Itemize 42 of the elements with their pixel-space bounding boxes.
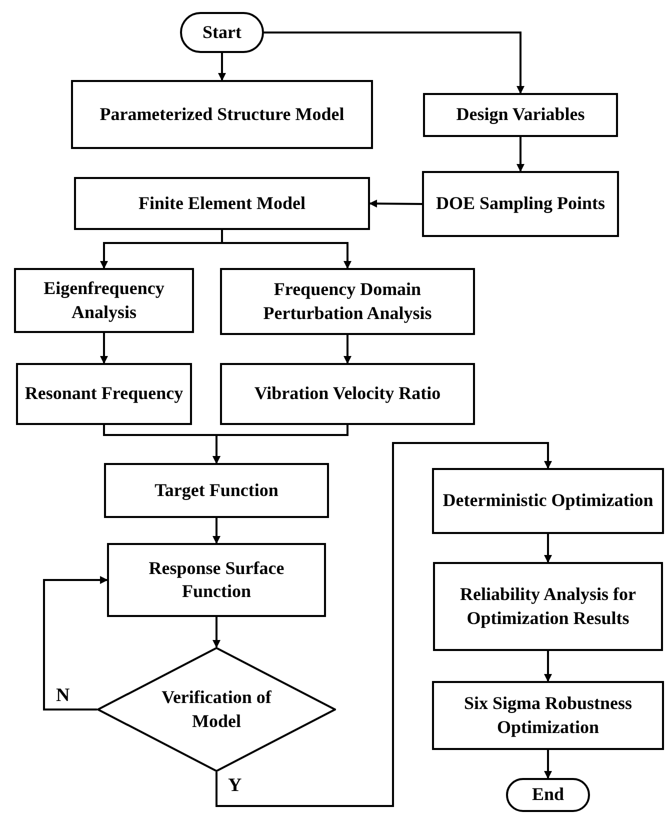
process-box: [71, 80, 373, 149]
arrow: [544, 750, 552, 779]
node-label: Start: [202, 20, 242, 44]
arrow: [544, 534, 552, 563]
process-box: [104, 463, 329, 518]
arrow: [212, 617, 220, 648]
node-label: Frequency Domain Perturbation Analysis: [262, 278, 433, 325]
arrow: [516, 137, 524, 172]
process-box: [432, 681, 664, 750]
arrow: [344, 335, 352, 364]
node-label: Response Surface Function: [148, 556, 286, 603]
node-label: Resonant Frequency: [24, 382, 184, 406]
process-box: [14, 268, 194, 333]
arrow: [544, 651, 552, 682]
process-box: [74, 177, 370, 230]
process-box: [433, 562, 663, 651]
arrow: [100, 333, 108, 364]
process-box: [107, 543, 326, 617]
node-label: DOE Sampling Points: [436, 192, 606, 216]
process-box: [432, 468, 664, 534]
process-box: [16, 363, 192, 425]
process-box: [220, 363, 475, 425]
arrow: [218, 53, 226, 81]
process-box: [220, 268, 475, 335]
node-label: End: [532, 783, 564, 806]
node-label: Target Function: [154, 478, 278, 502]
node-label: Six Sigma Robustness Optimization: [462, 692, 634, 739]
arrow: [264, 32, 524, 94]
node-label: Design Variables: [456, 103, 585, 126]
process-box: [422, 171, 619, 237]
arrow: [212, 518, 220, 544]
node-label: Verification of Model: [160, 686, 272, 732]
arrow: [212, 425, 348, 464]
node-label: Finite Element Model: [138, 192, 306, 215]
arrow: [43, 576, 108, 710]
process-box: [423, 93, 618, 137]
node-label: Parameterized Structure Model: [100, 102, 344, 126]
node-label: Eigenfrequency Analysis: [42, 277, 166, 324]
arrow: [369, 200, 422, 208]
node-label: Deterministic Optimization: [442, 489, 654, 512]
node-label: Vibration Velocity Ratio: [254, 382, 441, 406]
node-label: Reliability Analysis for Optimization Results: [458, 583, 637, 630]
